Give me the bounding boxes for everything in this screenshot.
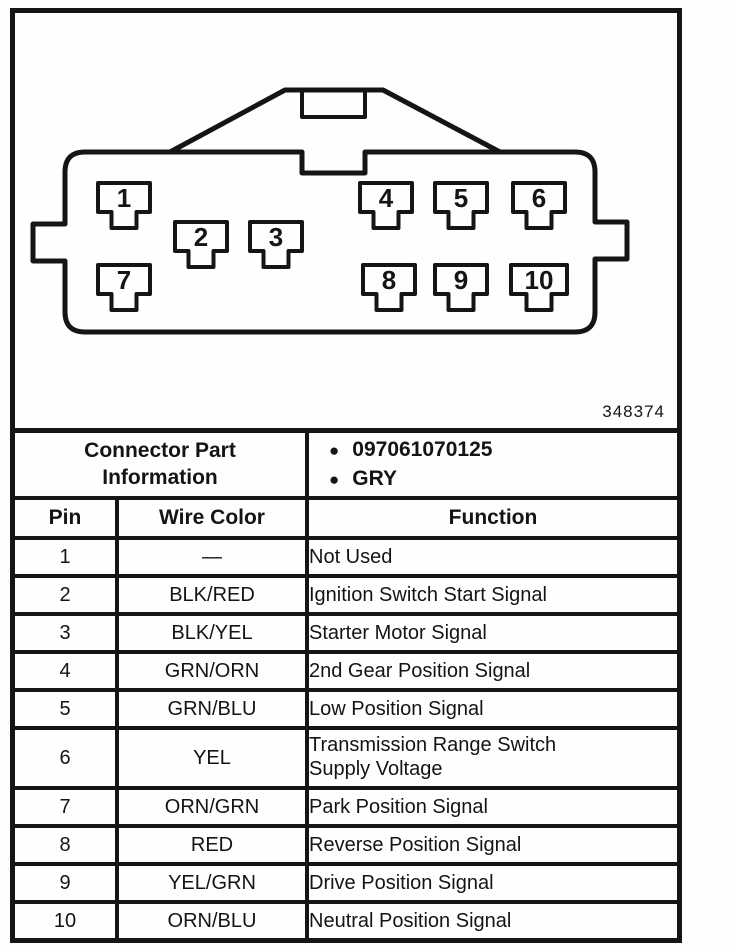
pin-label: 8 [382,265,396,295]
function-cell: Reverse Position Signal [305,824,677,864]
pin-label: 5 [454,183,468,213]
table-header-row: Pin Wire Color Function [15,496,677,538]
wire-color-cell: BLK/RED [115,574,307,614]
function-cell: Park Position Signal [305,786,677,826]
pin-terminal [509,263,569,312]
pin-number-cell: 8 [15,824,117,864]
pin-label: 10 [525,265,554,295]
wire-color-cell: GRN/BLU [115,688,307,728]
function-cell: Starter Motor Signal [305,612,677,652]
connector-part-info-heading: Connector Part Information [84,439,236,489]
figure-number: 348374 [602,402,665,421]
connector-lock-tab [300,88,367,119]
bullet-icon: ● [329,440,340,460]
function-cell: Drive Position Signal [305,862,677,902]
function-text: Transmission Range Switch Supply Voltage [309,734,557,780]
pin-terminal [96,263,152,312]
pin-label: 1 [117,183,131,213]
connector-color: GRY [352,467,398,490]
pinout-table: Connector Part Information ● 09706107012… [15,428,677,943]
pin-terminal [358,181,414,230]
wire-color-cell: BLK/YEL [115,612,307,652]
function-cell: Low Position Signal [305,688,677,728]
bullet-icon: ● [329,469,340,489]
part-info-row: Connector Part Information ● 09706107012… [15,430,677,498]
col-header-pin: Pin [15,496,117,538]
col-header-wire-color: Wire Color [115,496,307,538]
pin-terminal [96,181,152,230]
pin-terminal [433,181,489,230]
pin-number-cell: 10 [15,900,117,941]
connector-part-info-values: ● 097061070125 ● GRY [305,430,677,498]
pin-row: 1—Not Used [15,536,677,576]
wire-color-cell: ORN/BLU [115,900,307,941]
connector-pins: 1 2 3 4 5 6 7 8 9 10 [96,181,569,312]
pin-label: 9 [454,265,468,295]
connector-figure: 1 2 3 4 5 6 7 8 9 10 348374 [15,13,677,428]
connector-color-item: ● GRY [309,467,677,491]
pin-number-cell: 3 [15,612,117,652]
pin-terminal [361,263,417,312]
connector-body-outline [30,149,630,335]
wire-color-cell: YEL/GRN [115,862,307,902]
pin-terminal [433,263,489,312]
wire-color-cell: YEL [115,726,307,788]
connector-diagram: 1 2 3 4 5 6 7 8 9 10 348374 [30,87,665,421]
pin-label: 6 [532,183,546,213]
pin-terminal [248,220,304,269]
part-number-item: ● 097061070125 [309,438,677,462]
function-cell: Ignition Switch Start Signal [305,574,677,614]
wire-color-cell: ORN/GRN [115,786,307,826]
pin-number-cell: 9 [15,862,117,902]
pin-label: 2 [194,222,208,252]
pin-number-cell: 2 [15,574,117,614]
pin-label: 3 [269,222,283,252]
wire-color-cell: GRN/ORN [115,650,307,690]
function-cell: Neutral Position Signal [305,900,677,941]
pin-number-cell: 7 [15,786,117,826]
pin-number-cell: 6 [15,726,117,788]
pin-label: 7 [117,265,131,295]
function-cell: Not Used [305,536,677,576]
wire-color-cell: RED [115,824,307,864]
wire-color-cell: — [115,536,307,576]
connector-wedge-outline [167,87,503,155]
pin-terminal [173,220,229,269]
pin-number-cell: 4 [15,650,117,690]
pin-label: 4 [379,183,394,213]
function-cell: Transmission Range Switch Supply Voltage [305,726,677,788]
pin-terminal [511,181,567,230]
pin-number-cell: 5 [15,688,117,728]
col-header-function: Function [305,496,677,538]
pin-number-cell: 1 [15,536,117,576]
function-cell: 2nd Gear Position Signal [305,650,677,690]
part-number: 097061070125 [352,438,493,461]
